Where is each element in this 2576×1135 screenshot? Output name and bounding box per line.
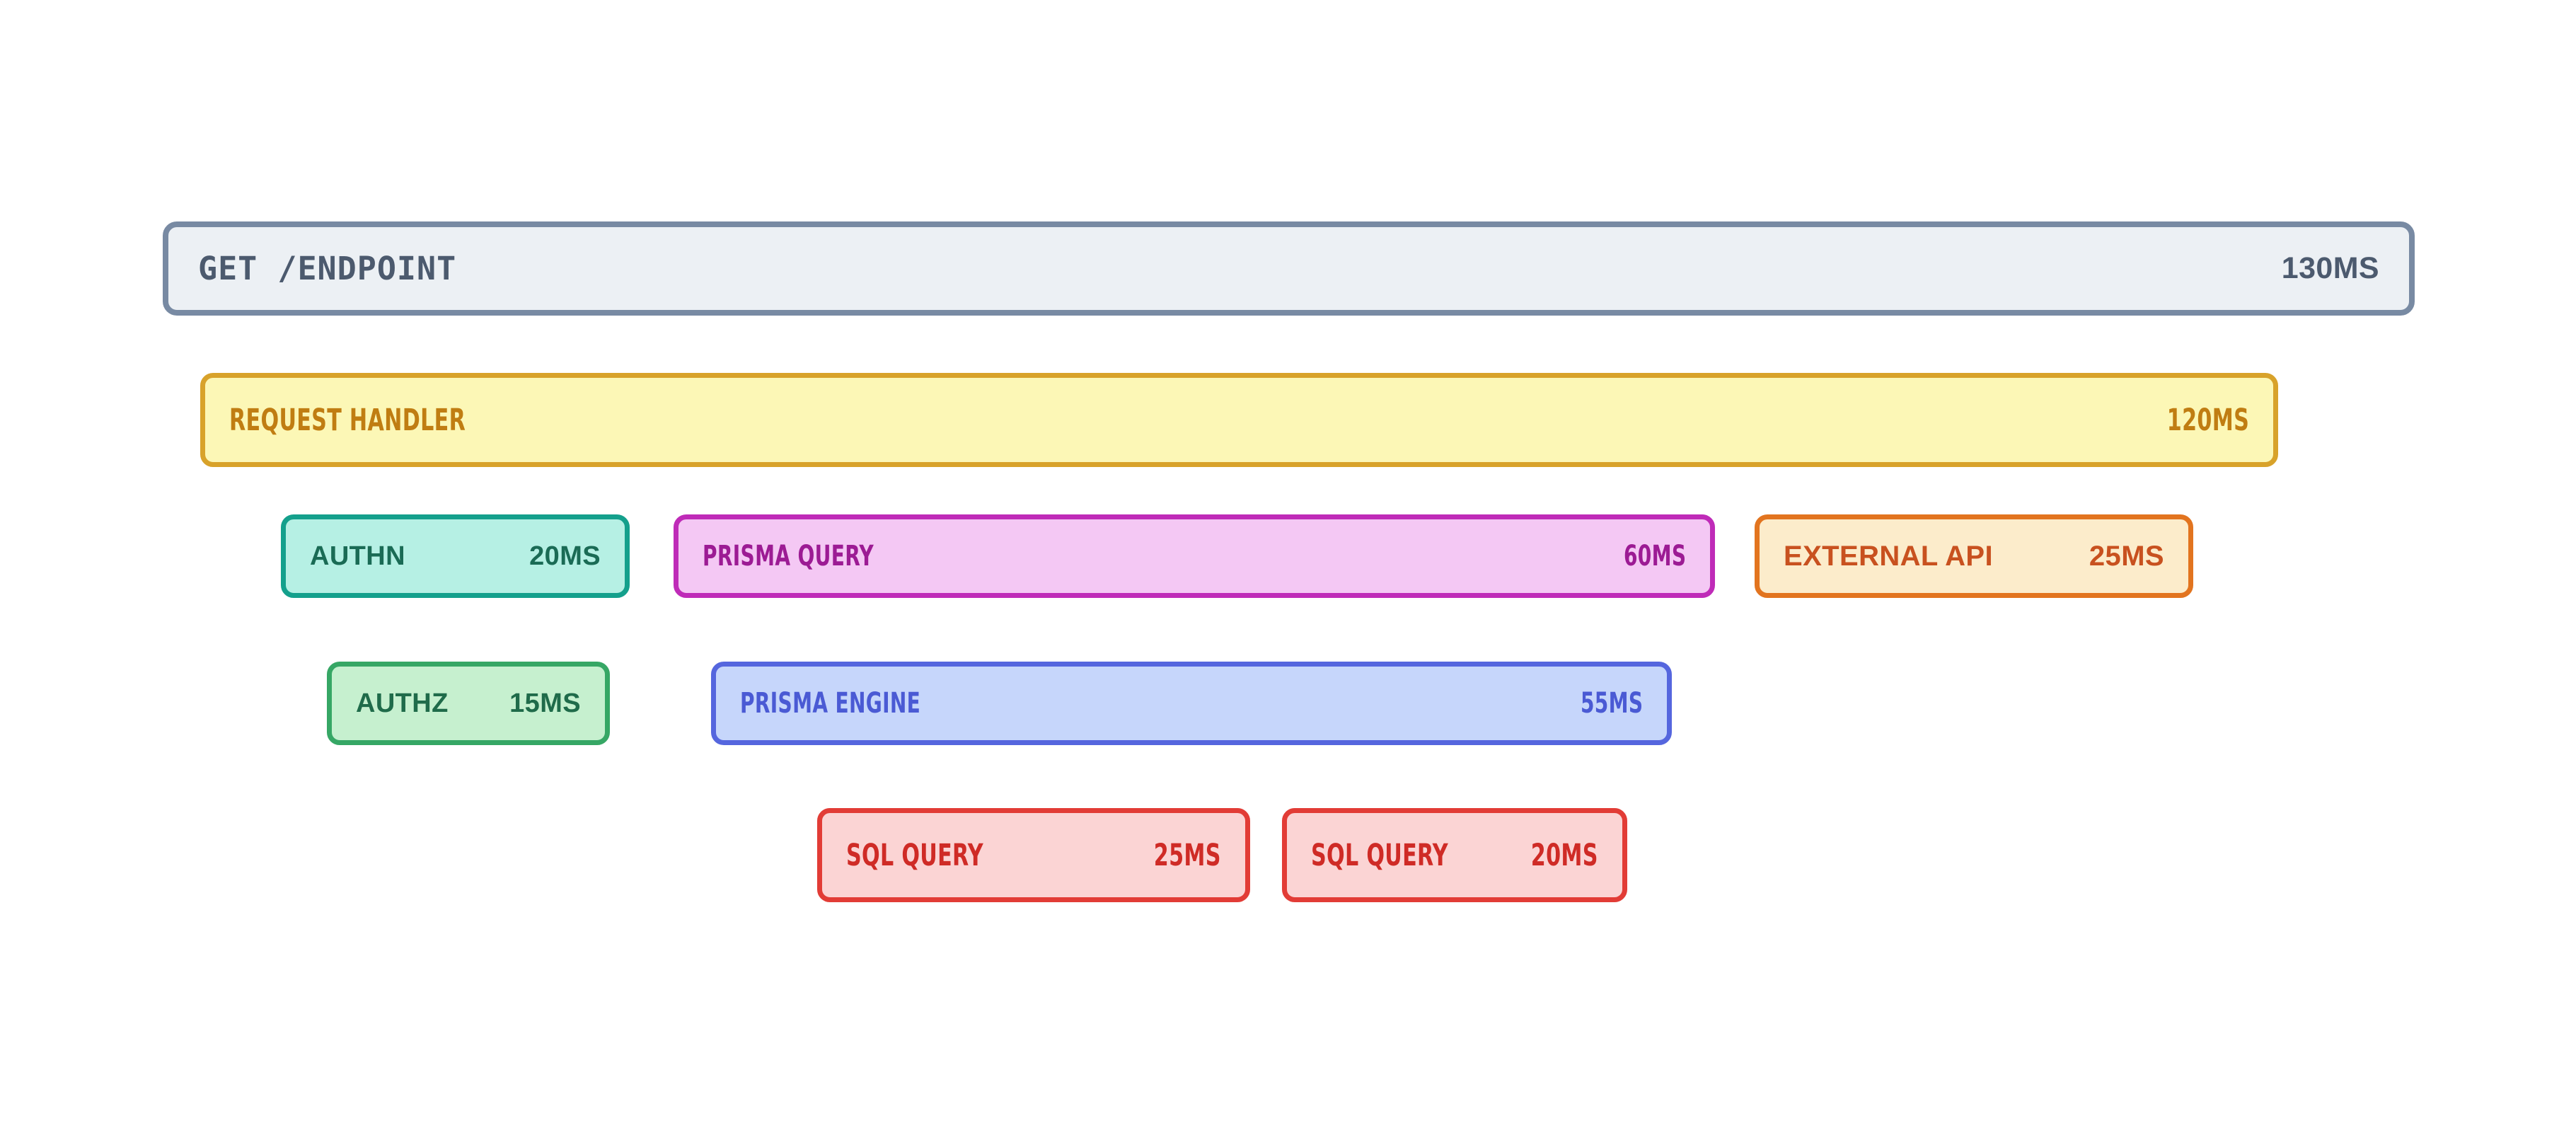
span-label: EXTERNAL API [1784,540,1993,572]
span-duration: 60MS [1623,540,1686,572]
span-duration: 20MS [529,541,601,571]
span-label: AUTHN [310,541,405,571]
authn-span[interactable]: AUTHN 20MS [281,514,630,598]
span-label: SQL QUERY [846,837,983,873]
prisma-query-span[interactable]: PRISMA QUERY 60MS [674,514,1715,598]
authz-span[interactable]: AUTHZ 15MS [327,662,610,745]
sql-query-span-2[interactable]: SQL QUERY 20MS [1282,808,1627,902]
span-duration: 130MS [2281,251,2379,285]
sql-query-span-1[interactable]: SQL QUERY 25MS [817,808,1250,902]
span-duration: 55MS [1580,687,1643,720]
span-duration: 25MS [1153,837,1221,873]
span-duration: 25MS [2089,540,2164,572]
span-label: REQUEST HANDLER [229,402,466,438]
span-duration: 15MS [509,688,581,718]
span-label: SQL QUERY [1311,837,1448,873]
span-label: GET /ENDPOINT [198,250,457,287]
get-endpoint-span[interactable]: GET /ENDPOINT 130MS [163,221,2415,316]
external-api-span[interactable]: EXTERNAL API 25MS [1755,514,2193,598]
span-duration: 20MS [1530,837,1598,873]
span-label: PRISMA QUERY [703,540,874,572]
span-label: PRISMA ENGINE [740,687,921,720]
request-handler-span[interactable]: REQUEST HANDLER 120MS [200,373,2278,467]
span-label: AUTHZ [356,688,449,718]
prisma-engine-span[interactable]: PRISMA ENGINE 55MS [711,662,1672,745]
span-duration: 120MS [2166,402,2249,438]
